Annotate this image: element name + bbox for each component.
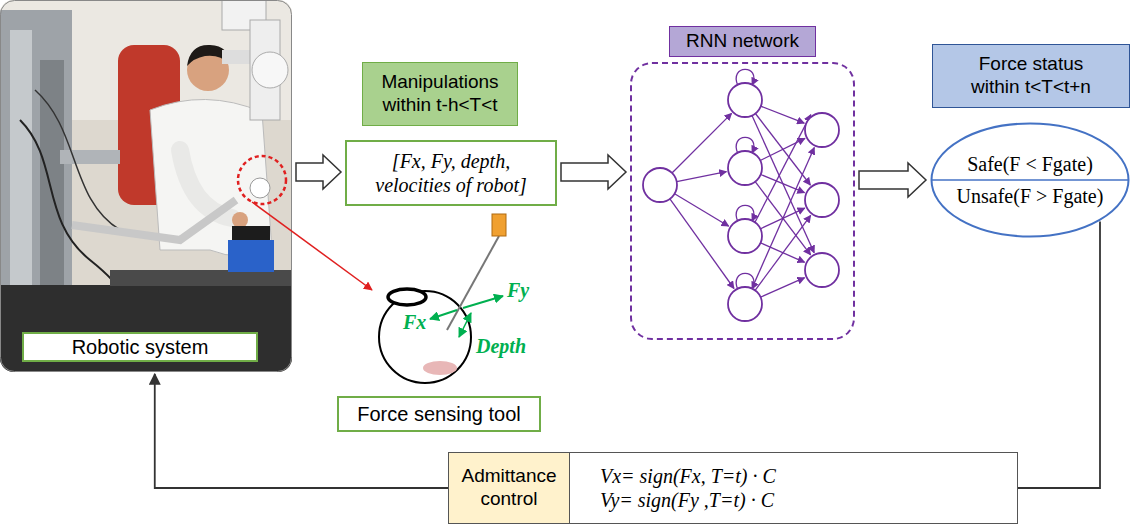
label-anchor: Fx — [403, 310, 426, 334]
lab-photo — [60, 150, 120, 164]
lab-photo — [232, 226, 270, 240]
lab-photo — [35, 90, 120, 230]
neural-network — [675, 194, 729, 226]
lab-photo — [222, 50, 252, 64]
lab-photo — [0, 285, 292, 372]
input-box: [Fx, Fy, depth, velocities of robot] — [345, 140, 557, 206]
eye-drawing — [423, 361, 457, 375]
lab-photo — [250, 178, 270, 198]
neural-network — [728, 83, 762, 117]
neural-network — [760, 138, 805, 160]
photo-panel: Robotic system — [0, 0, 292, 372]
eye-drawing — [430, 310, 457, 319]
status-value: Unsafe(F > Fgate) — [957, 184, 1104, 208]
stage-box: Manipulations within t-h<T<t — [362, 62, 518, 126]
neural-network — [643, 168, 677, 202]
neural-network — [761, 278, 805, 297]
control-title: Admittance control — [454, 465, 564, 511]
neural-network — [670, 199, 734, 289]
force-label: Fx — [403, 310, 426, 334]
neural-network — [677, 172, 727, 182]
divider-line — [932, 179, 1129, 181]
ellipse-half: Safe(F < Fgate) — [930, 122, 1130, 180]
neural-network — [761, 106, 805, 123]
system-label: Robotic system — [22, 332, 258, 362]
ellipse-outline — [930, 122, 1130, 238]
force-label: Fy — [507, 278, 529, 302]
photo-frame — [1, 1, 292, 372]
neural-network — [643, 83, 839, 321]
eye-drawing — [388, 289, 426, 305]
input-text: [Fx, Fy, depth, velocities of robot] — [353, 149, 549, 197]
lab-photo — [0, 0, 292, 372]
tool-caption: Force sensing tool — [357, 402, 520, 426]
control-box: Admittance control — [448, 452, 570, 524]
lab-photo — [252, 52, 288, 88]
neural-network — [728, 287, 762, 321]
eye-drawing — [379, 291, 471, 383]
lab-photo — [150, 99, 272, 256]
equation: Vy= sign(Fy ,T=t) · C — [600, 488, 774, 512]
pointer-arrow — [252, 202, 372, 290]
equation-box: Vx= sign(Fx, T=t) · CVy= sign(Fy ,T=t) ·… — [570, 452, 1018, 524]
lab-photo — [232, 212, 248, 228]
force-label: Depth — [476, 334, 526, 358]
lab-photo — [228, 240, 274, 272]
neural-network — [805, 113, 839, 147]
flow-arrow — [561, 155, 626, 189]
eye-drawing — [463, 296, 503, 308]
ellipse-half: Unsafe(F > Fgate) — [930, 180, 1130, 238]
network-title: RNN network — [669, 26, 816, 57]
neural-network — [672, 113, 732, 173]
neural-network — [728, 151, 762, 185]
highlight-circle — [238, 156, 286, 204]
equation: Vx= sign(Fx, T=t) · C — [600, 464, 776, 488]
eye-drawing — [459, 313, 471, 337]
status-box: Force status within t<T<t+n — [932, 44, 1130, 108]
label-anchor: Fy — [507, 278, 529, 302]
eye-drawing — [379, 214, 506, 383]
label-anchor: Depth — [476, 334, 526, 358]
neural-network — [805, 253, 839, 287]
eye-drawing — [447, 236, 499, 330]
feedback-line — [1018, 221, 1100, 488]
neural-network — [805, 183, 839, 217]
network-frame: RNN network — [630, 62, 855, 340]
status-value: Safe(F < Fgate) — [967, 152, 1093, 176]
lab-photo — [0, 0, 292, 372]
ellipse-outline — [932, 124, 1129, 237]
caption-box: Force sensing tool — [337, 396, 541, 432]
neural-network — [755, 115, 811, 223]
flow-arrow — [296, 155, 341, 189]
eye-drawing — [492, 214, 506, 236]
status-title: Force status within t<T<t+n — [963, 53, 1099, 99]
neural-network — [643, 69, 839, 321]
neural-network — [728, 219, 762, 253]
flow-arrow — [859, 163, 926, 197]
stage-title: Manipulations within t-h<T<t — [369, 71, 511, 117]
result-ellipse: Safe(F < Fgate) Unsafe(F > Fgate) — [930, 122, 1130, 238]
lab-photo — [110, 270, 292, 286]
lab-photo — [72, 200, 236, 240]
